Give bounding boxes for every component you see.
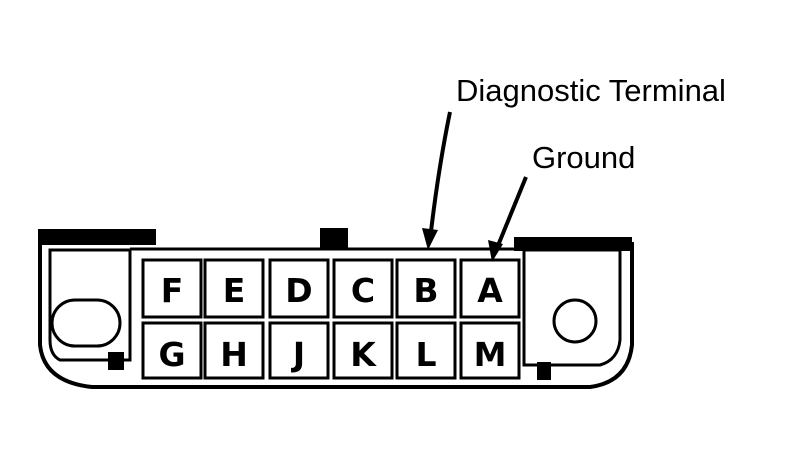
pin-row-top: F E D C B A	[141, 258, 521, 319]
top-shell-right	[514, 237, 632, 251]
pin-label: L	[415, 335, 436, 374]
pin-D: D	[268, 258, 330, 319]
pin-label: M	[474, 335, 507, 374]
pin-label: G	[158, 335, 185, 374]
pin-label: A	[477, 271, 503, 310]
pin-M: M	[459, 321, 521, 380]
ground-label: Ground	[532, 140, 635, 175]
pin-B: B	[395, 258, 457, 319]
pin-G: G	[141, 321, 203, 380]
locking-tab	[320, 228, 348, 248]
pin-label: C	[351, 271, 375, 310]
pin-label: H	[220, 335, 248, 374]
pin-row-bottom: G H J K L M	[141, 321, 521, 380]
pin-F: F	[141, 258, 203, 319]
pin-label: F	[161, 271, 184, 310]
pin-K: K	[332, 321, 394, 380]
pin-label: E	[223, 271, 246, 310]
arrowhead-icon	[488, 240, 503, 262]
left-mounting-hole	[50, 298, 122, 348]
arrowhead-icon	[422, 228, 438, 250]
pin-J: J	[268, 321, 330, 380]
pin-E: E	[203, 258, 265, 319]
right-mounting-hole	[552, 298, 598, 344]
pin-C: C	[332, 258, 394, 319]
pin-label: J	[291, 335, 305, 374]
pin-label: B	[413, 271, 438, 310]
pin-label: K	[350, 335, 377, 374]
bottom-notch-right	[537, 362, 551, 380]
pin-L: L	[395, 321, 457, 380]
pin-H: H	[203, 321, 265, 380]
callout-diagnostic-terminal: Diagnostic Terminal	[422, 73, 726, 250]
callout-ground: Ground	[488, 140, 635, 262]
pin-label: D	[285, 271, 312, 310]
top-shell-left	[38, 229, 156, 245]
ground-arrow	[495, 176, 528, 249]
diagnostic-terminal-arrow	[428, 111, 452, 241]
diagnostic-terminal-label: Diagnostic Terminal	[456, 73, 726, 108]
pin-A: A	[459, 258, 521, 319]
bottom-notch-left	[108, 352, 124, 370]
